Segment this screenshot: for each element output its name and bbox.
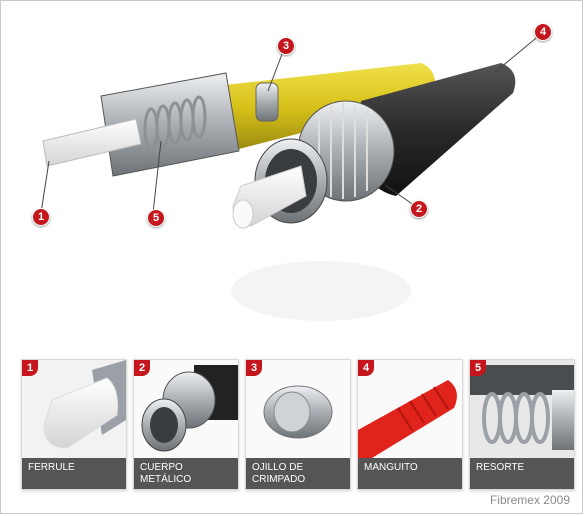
part-card-boot: 4 MANGUITO [357, 359, 463, 490]
part-card-ferrule: 1 FERRULE [21, 359, 127, 490]
callout-2: 2 [410, 200, 428, 218]
connector-illustration [40, 33, 542, 321]
card-number: 1 [22, 360, 38, 376]
card-number: 5 [470, 360, 486, 376]
ferrule-thumbnail [22, 360, 126, 458]
credit-text: Fibremex 2009 [489, 493, 570, 507]
callout-5: 5 [147, 209, 165, 227]
callout-1: 1 [32, 208, 50, 226]
metal-body-thumbnail [134, 360, 238, 458]
card-number: 3 [246, 360, 262, 376]
callout-4: 4 [534, 23, 552, 41]
spring-thumbnail [470, 360, 574, 458]
black-boot [359, 63, 516, 196]
card-label: FERRULE [22, 458, 126, 489]
spring [143, 95, 207, 151]
crimp-eyelet-thumbnail [246, 360, 350, 458]
card-number: 4 [358, 360, 374, 376]
card-label: RESORTE [470, 458, 574, 489]
part-card-spring: 5 RESORTE [469, 359, 575, 490]
crimp-ring [255, 82, 279, 122]
boot-thumbnail [358, 360, 462, 458]
callout-3: 3 [277, 37, 295, 55]
back-ferrule [42, 118, 142, 167]
card-number: 2 [134, 360, 150, 376]
card-label: MANGUITO [358, 458, 462, 489]
